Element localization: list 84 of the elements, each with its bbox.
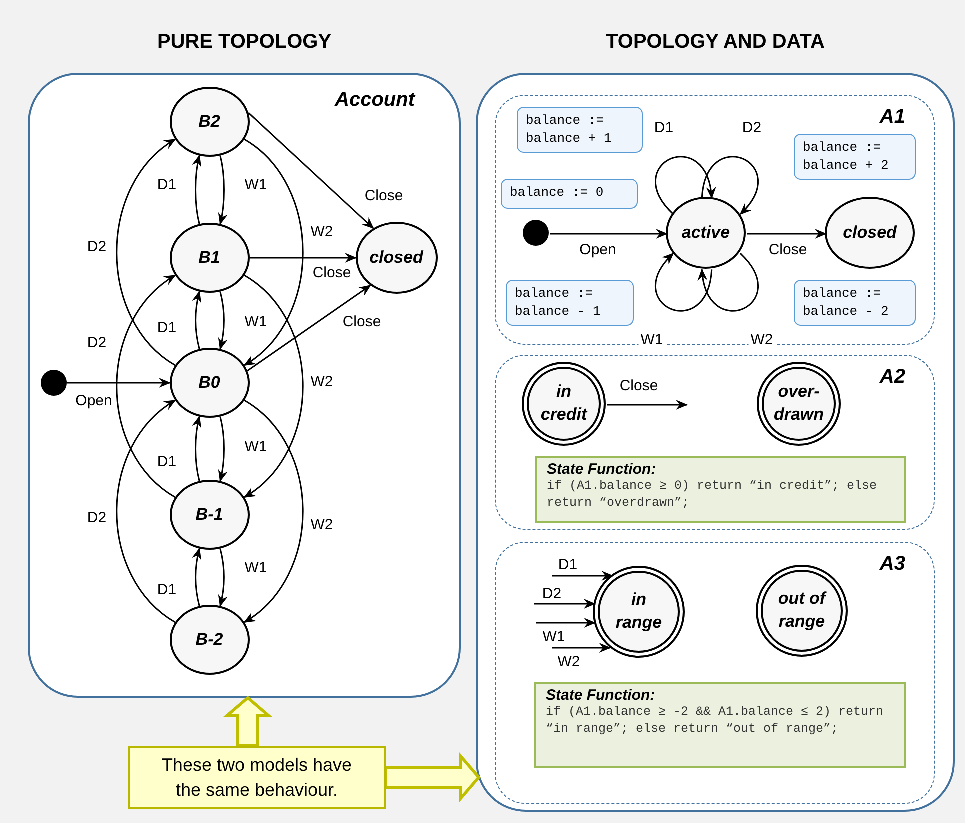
transition-arrow [116,274,176,498]
note-box: These two models have the same behaviour. [128,746,386,809]
transition-arrow [192,548,202,606]
transition-arrow [536,618,596,628]
transition-arrow [192,416,202,482]
block-arrow [222,696,274,748]
transition-arrow [655,156,716,215]
callout-box: balance := balance - 1 [506,280,634,326]
edge-label: W2 [308,374,336,390]
edge-label: Close [362,188,406,204]
region-title: A1 [880,106,906,128]
callout-box: balance := 0 [501,179,638,209]
transition-arrow [218,548,228,608]
edge-label: W1 [638,332,666,348]
edge-label: Open [74,394,114,408]
edge-label: W1 [242,440,270,454]
transition-arrow [698,253,759,312]
panel-heading: PURE TOPOLOGY [156,31,333,54]
region-frame [494,354,934,530]
state-circle: in range [593,566,685,658]
edge-label: W1 [242,560,270,576]
region-frame [494,94,934,344]
state-ellipse: closed [825,197,915,269]
transition-arrow [192,290,202,350]
transition-arrow [218,416,228,482]
block-arrow [384,752,481,803]
region-title: A3 [880,552,906,576]
transition-arrow [550,229,668,239]
callout-box: balance := balance + 1 [517,107,643,153]
state-ellipse: B-1 [170,480,250,550]
transition-arrow [192,154,202,224]
transition-arrow [552,571,614,581]
edge-label: Close [618,378,660,394]
transition-arrow [244,274,304,498]
transition-arrow [116,138,176,366]
state-ellipse: B1 [170,222,250,292]
function-box [534,682,906,768]
state-ellipse: B0 [170,348,250,418]
transition-arrow [218,292,228,350]
region-frame [494,542,934,804]
edge-label: W2 [308,518,336,532]
transition-arrow [116,400,176,624]
transition-arrow [244,138,304,366]
state-circle: over- drawn [757,362,841,446]
transition-arrow [534,599,596,609]
transition-arrow [552,643,612,653]
panel-heading: TOPOLOGY AND DATA [605,31,826,54]
edge-label: W1 [540,630,568,644]
transition-arrow [248,112,374,230]
edge-label: Close [340,314,384,330]
transition-arrow [747,229,827,239]
transition-arrow [247,284,372,372]
transition-arrow [67,378,171,388]
function-heading: State Function: [546,687,656,704]
state-ellipse: B2 [170,86,250,156]
edge-label: Open [578,242,618,258]
region-title: A2 [880,366,906,388]
edge-label: W1 [242,314,270,330]
transition-arrow [218,156,228,226]
transition-arrow [607,400,688,410]
function-heading: State Function: [547,461,658,478]
state-ellipse: closed [356,222,438,294]
callout-box: balance := balance + 2 [794,134,916,180]
state-circle: out of range [756,565,848,657]
code-text: if (A1.balance ≥ -2 && A1.balance ≤ 2) return “in range”; else return “out of range”; [546,704,885,738]
edge-label: W2 [748,332,776,348]
initial-state-dot [40,370,66,396]
state-circle: in credit [522,362,606,446]
edge-label: W2 [308,224,336,240]
transition-arrow [244,400,304,624]
callout-box: balance := balance - 2 [794,280,916,326]
panel-title: Account [335,89,415,112]
transition-arrow [250,253,357,263]
edge-label: Close [310,266,354,280]
edge-label: W1 [242,178,270,192]
function-box [535,456,906,523]
transition-arrow [701,156,759,216]
edge-label: W2 [556,654,582,670]
state-ellipse: active [666,197,746,269]
edge-label: Close [766,242,810,258]
initial-state-dot [523,220,549,246]
code-text: if (A1.balance ≥ 0) return “in credit”; else return “overdrawn”; [547,478,878,512]
state-ellipse: B-2 [170,604,250,674]
transition-arrow [655,252,713,312]
